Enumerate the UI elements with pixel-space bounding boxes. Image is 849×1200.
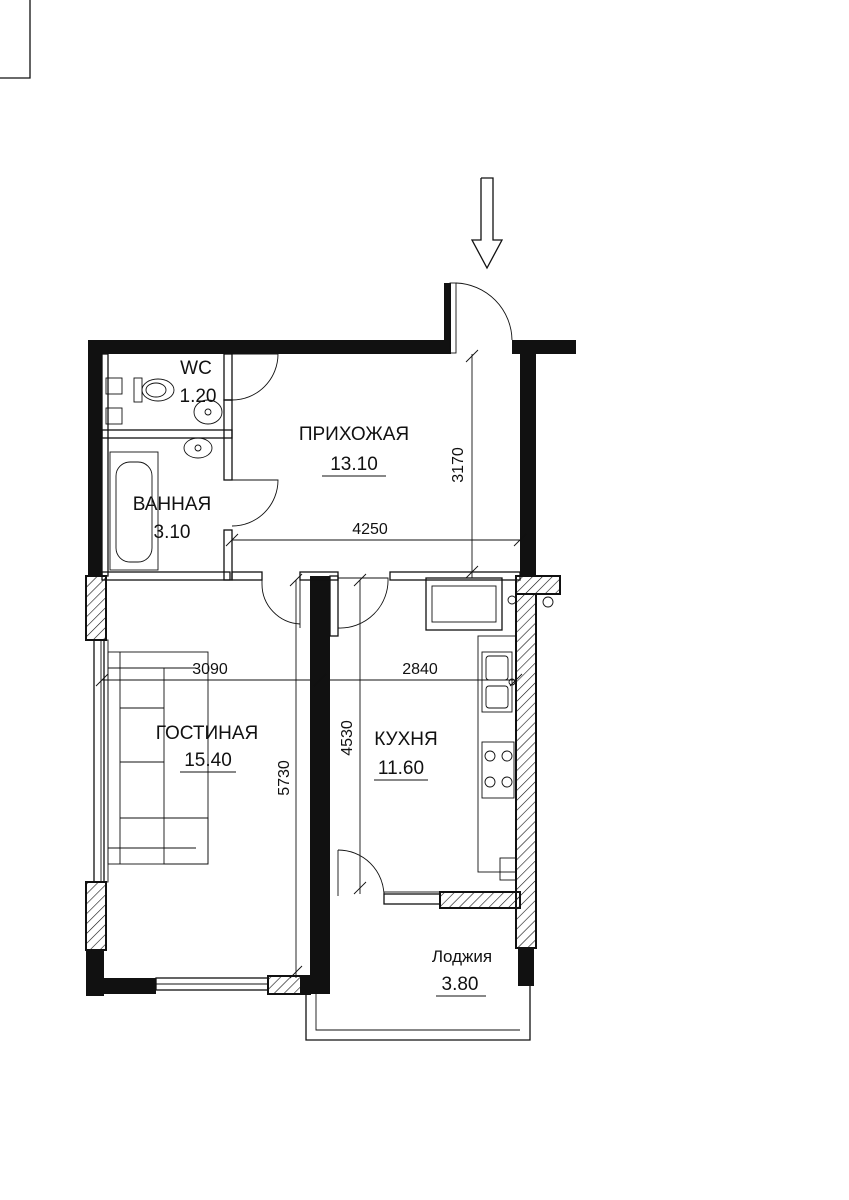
room-label-living: ГОСТИНАЯ 15.40 [156,723,258,773]
living-sofa [107,651,209,865]
dimension-kitchen-width: 2840 [402,661,438,678]
bathroom-fixtures [105,377,223,571]
room-label-wc: WC 1.20 [180,358,217,407]
dimension-hall-width: 4250 [352,521,388,538]
room-area-loggia: 3.80 [442,974,479,995]
room-name-living: ГОСТИНАЯ [156,723,258,744]
dimension-kitchen-depth: 4530 [339,720,356,756]
room-name-hall: ПРИХОЖАЯ [299,424,409,445]
room-label-bath: ВАННАЯ 3.10 [133,494,212,543]
dimension-lines [95,349,527,979]
dimension-living-depth: 5730 [276,760,293,796]
exterior-walls [85,283,576,996]
dimension-living-width: 3090 [192,661,228,678]
room-label-kitchen: КУХНЯ 11.60 [374,729,438,781]
kitchen-fixtures [425,577,554,881]
room-label-hall: ПРИХОЖАЯ 13.10 [299,424,409,477]
doors [231,282,513,905]
room-area-kitchen: 11.60 [378,758,424,779]
room-name-kitchen: КУХНЯ [374,729,437,750]
sheet-frame-corner [0,0,31,79]
room-area-bath: 3.10 [154,522,191,543]
room-name-bath: ВАННАЯ [133,494,212,515]
room-area-wc: 1.20 [180,386,217,407]
room-name-wc: WC [180,358,212,379]
room-name-loggia: Лоджия [432,947,492,966]
dimension-hall-depth: 3170 [450,447,467,483]
entrance-arrow-icon [470,177,504,270]
room-label-loggia: Лоджия 3.80 [432,947,492,997]
loggia-outline [305,986,531,1041]
room-area-living: 15.40 [184,750,232,771]
room-area-hall: 13.10 [330,454,378,475]
